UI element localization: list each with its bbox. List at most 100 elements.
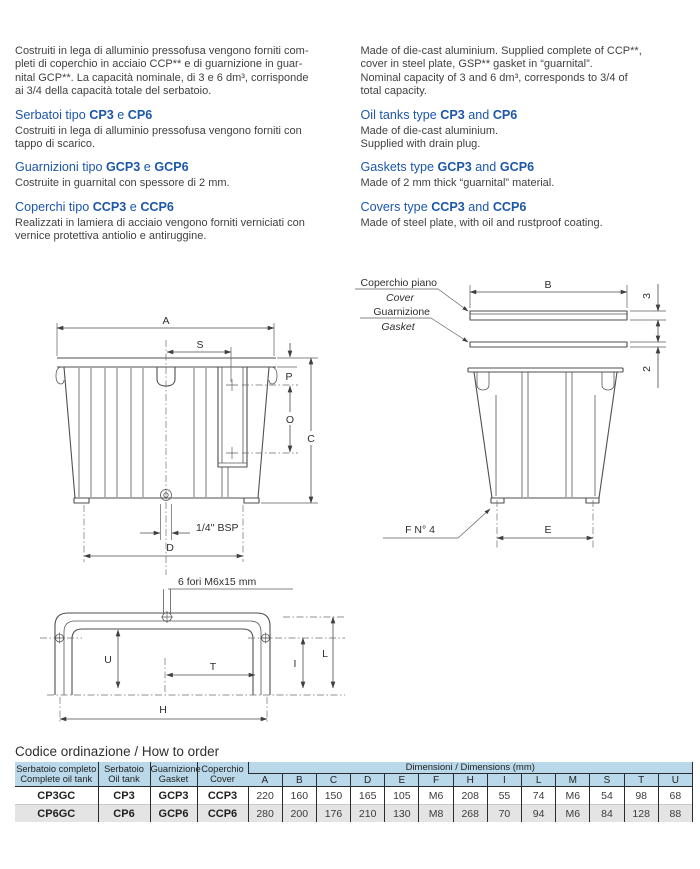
cover-callout-english: Cover <box>386 292 415 304</box>
cell-dim: 55 <box>486 786 522 805</box>
heading-text: Guarnizioni tipo <box>15 160 107 175</box>
dim-label-l: L <box>322 648 328 660</box>
section-heading-covers-en: Covers type CCP3 and CCP6 <box>361 200 694 214</box>
dim-col-h: H <box>452 773 488 787</box>
header-line-it: Serbatoio completo <box>16 763 97 774</box>
cell-dim: 220 <box>247 786 283 805</box>
cell-dim: 74 <box>520 786 556 805</box>
heading-text: Coperchi tipo <box>15 199 93 214</box>
cell-dim: 210 <box>350 804 385 822</box>
drain-thread-label: 1/4'' BSP <box>196 522 239 534</box>
dim-col-a: A <box>248 773 283 787</box>
cell-dim: 94 <box>520 804 556 822</box>
heading-model: CP3 <box>440 107 465 122</box>
cell-complete: CP6GC <box>15 804 98 822</box>
cell-dim: 84 <box>589 804 625 822</box>
heading-text: Oil tanks type <box>360 107 441 122</box>
heading-model: CCP6 <box>492 199 527 214</box>
heading-model: CP3 <box>89 107 114 122</box>
table-header-row: Serbatoio completo Complete oil tank Ser… <box>15 762 693 787</box>
holes-callout-label: 6 fori M6x15 mm <box>178 576 256 588</box>
dim-col-b: B <box>281 773 317 787</box>
cell-dim: 54 <box>589 786 625 805</box>
feet-callout-label: F N° 4 <box>405 524 435 536</box>
header-line-en: Gasket <box>158 774 189 784</box>
dim-label-2: 2 <box>641 366 653 372</box>
heading-model: CCP3 <box>92 199 127 214</box>
header-line-it: Coperchio <box>201 763 244 774</box>
cover-callout-italian: Coperchio piano <box>361 277 438 289</box>
dim-col-d: D <box>350 773 385 787</box>
header-complete-tank: Serbatoio completo Complete oil tank <box>15 762 98 787</box>
cell-dim: 150 <box>315 786 351 805</box>
technical-drawings: A S P O C 1/4'' <box>40 277 666 724</box>
side-view-drawing: Coperchio piano Cover Guarnizione Gasket… <box>355 277 666 548</box>
cell-cover: CCP6 <box>196 804 248 822</box>
heading-model: CCP6 <box>140 199 174 214</box>
table-letters-row: A B C D E F H I L M S T U <box>15 773 694 787</box>
cell-dim: 130 <box>384 804 419 822</box>
dim-label-3: 3 <box>641 293 653 299</box>
dim-label-t: T <box>210 661 217 673</box>
dim-label-i: I <box>294 658 297 670</box>
header-line-it: Serbatoio <box>104 763 144 774</box>
section-heading-gaskets-en: Gaskets type GCP3 and GCP6 <box>361 160 694 174</box>
cell-dim: 280 <box>247 804 283 822</box>
heading-text: and <box>464 107 493 122</box>
header-line-en: Complete oil tank <box>20 774 93 784</box>
cell-dim: M6 <box>555 804 590 822</box>
cell-dim: M6 <box>555 786 590 805</box>
dim-col-m: M <box>555 773 590 787</box>
section-body-covers-it: Realizzati in lamiera di acciaio vengono… <box>15 216 305 243</box>
dim-label-d: D <box>166 542 174 554</box>
cell-cover: CCP3 <box>196 786 248 805</box>
cell-gasket: GCP6 <box>149 804 197 822</box>
heading-text: e <box>140 160 155 175</box>
heading-model: GCP3 <box>106 160 141 175</box>
header-cover: Coperchio Cover <box>196 762 248 787</box>
dim-label-h: H <box>159 704 167 716</box>
header-line-it: Guarnizione <box>150 763 201 774</box>
cell-complete: CP3GC <box>15 786 98 805</box>
dim-label-a: A <box>162 315 169 327</box>
intro-columns: Costruiti in lega di alluminio pressofus… <box>15 45 693 244</box>
order-table: Serbatoio completo Complete oil tank Ser… <box>15 762 694 822</box>
cell-dim: 105 <box>384 786 419 805</box>
cell-dim: 176 <box>315 804 351 822</box>
dim-col-s: S <box>589 773 625 787</box>
dim-label-s: S <box>196 339 203 351</box>
heading-text: Gaskets type <box>360 160 438 175</box>
heading-model: CP6 <box>127 107 153 122</box>
order-section: Codice ordinazione / How to order Serbat… <box>15 744 694 822</box>
table-row: CP3GC CP3 GCP3 CCP3 220 160 150 165 105 … <box>15 786 694 805</box>
cell-dim: 98 <box>623 786 659 805</box>
dim-col-c: C <box>315 773 351 787</box>
dim-label-b: B <box>544 279 551 291</box>
heading-text: e <box>126 199 141 214</box>
heading-text: e <box>113 107 128 122</box>
intro-paragraph-italian: Costruiti in lega di alluminio pressofus… <box>15 45 309 98</box>
section-body-gaskets-it: Costruite in guarnital con spessore di 2… <box>15 177 230 190</box>
heading-text: Serbatoi tipo <box>15 107 90 122</box>
section-body-tanks-en: Made of die-cast aluminium. Supplied wit… <box>360 124 499 151</box>
dim-label-u: U <box>104 654 112 666</box>
table-row: CP6GC CP6 GCP6 CCP6 280 200 176 210 130 … <box>15 804 694 822</box>
heading-model: GCP3 <box>437 160 472 175</box>
dim-label-e: E <box>544 524 551 536</box>
dim-col-e: E <box>384 773 419 787</box>
heading-model: GCP6 <box>154 160 189 175</box>
dim-col-l: L <box>520 773 556 787</box>
gasket-callout-italian: Guarnizione <box>373 306 430 318</box>
order-table-title: Codice ordinazione / How to order <box>15 744 220 759</box>
heading-text: and <box>464 199 493 214</box>
intro-column-italian: Costruiti in lega di alluminio pressofus… <box>15 45 348 244</box>
cell-dim: 160 <box>281 786 317 805</box>
cell-dim: 70 <box>486 804 522 822</box>
header-tank: Serbatoio Oil tank <box>97 762 150 787</box>
intro-column-english: Made of die-cast aluminium. Supplied com… <box>361 45 694 244</box>
cell-dim: M8 <box>418 804 454 822</box>
cell-gasket: GCP3 <box>149 786 197 805</box>
heading-text: Covers type <box>360 199 432 214</box>
cell-dim: 128 <box>623 804 659 822</box>
